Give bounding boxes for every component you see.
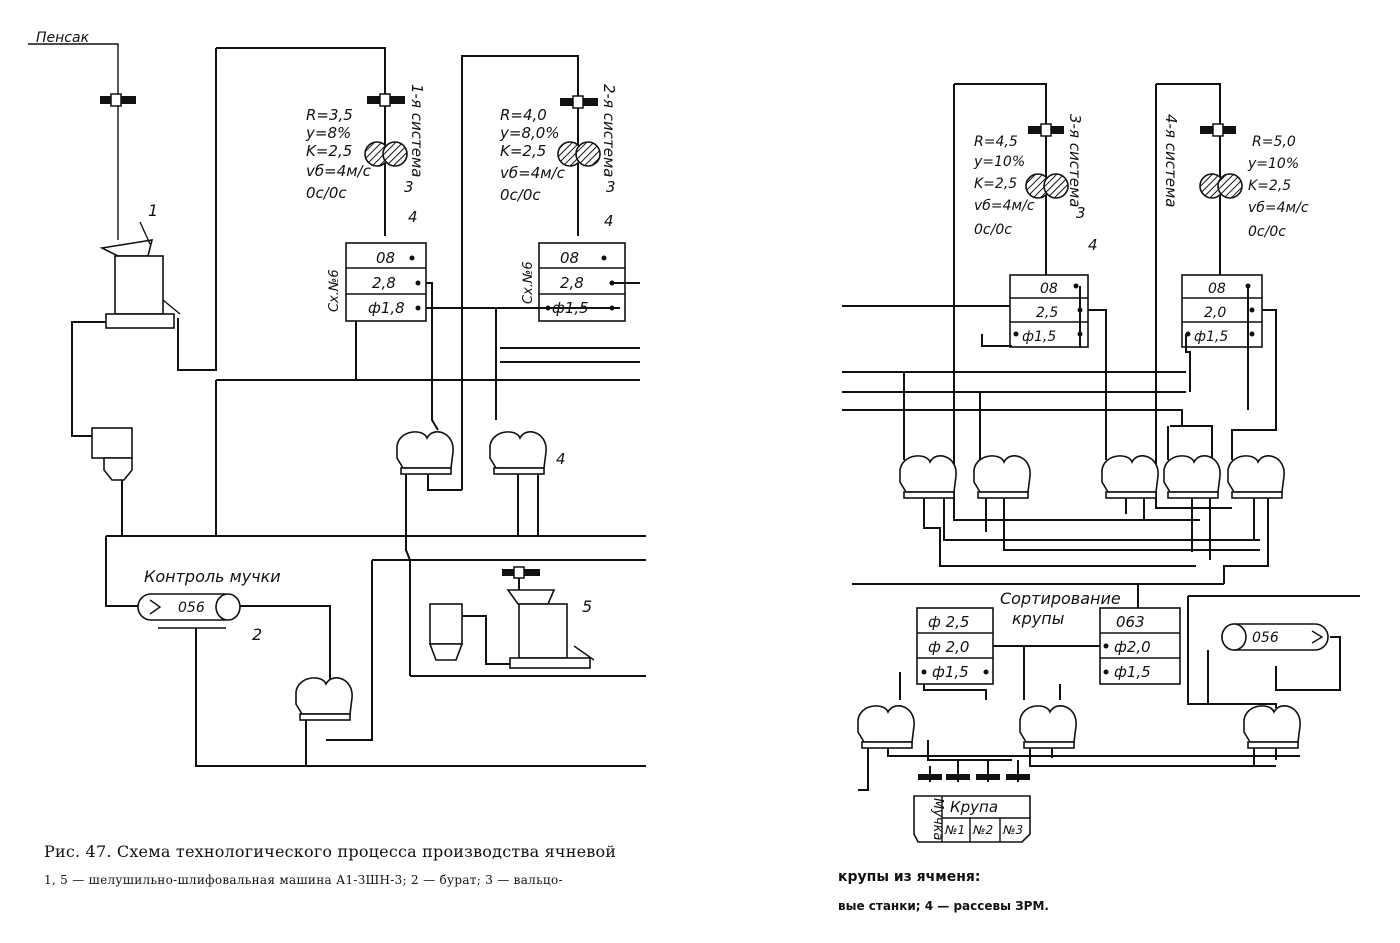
sys4-v: vб=4м/с: [1248, 200, 1309, 216]
flour-label: Мучка: [930, 798, 945, 840]
svg-text:ф1,5: ф1,5: [932, 663, 969, 681]
sifter3-ref: 4: [1088, 236, 1098, 254]
sys1-v: vб=4м/с: [306, 162, 372, 180]
sys3-y: y=10%: [973, 154, 1025, 170]
svg-text:ф1,8: ф1,8: [368, 299, 405, 317]
svg-text:ф1,5: ф1,5: [1194, 329, 1228, 345]
sys1-mode: 0с/0с: [306, 184, 347, 202]
sys2-ref: 3: [606, 178, 616, 196]
svg-text:2,5: 2,5: [1036, 305, 1058, 321]
aspirator-right-2: [973, 455, 1031, 499]
svg-text:08: 08: [1208, 281, 1226, 297]
grain-label: Крупа: [950, 798, 998, 816]
sys1-y: y=8%: [305, 124, 351, 142]
ref-machine-5: 5: [582, 597, 592, 616]
aspirator-left-3: [295, 677, 353, 721]
svg-text:08: 08: [1040, 281, 1058, 297]
sys4-y: y=10%: [1247, 156, 1299, 172]
svg-text:ф 2,0: ф 2,0: [928, 638, 969, 656]
sifter1-ref: 4: [408, 208, 418, 226]
svg-text:ф 2,5: ф 2,5: [928, 613, 969, 631]
bin-2: №2: [972, 823, 993, 837]
caption-line-3: крупы из ячменя:: [838, 869, 981, 885]
sys4-k: K=2,5: [1248, 178, 1291, 194]
svg-text:2,8: 2,8: [372, 274, 396, 292]
ref-burat: 2: [252, 625, 262, 644]
sys4-name: 4-я система: [1162, 114, 1180, 207]
sifter-4: 08 2,0 ф1,5: [1181, 274, 1263, 348]
aspirator-right-4: [1163, 455, 1221, 499]
sys2-k: K=2,5: [500, 142, 546, 160]
sys3-ref: 3: [1076, 204, 1086, 222]
sys2-v: vб=4м/с: [500, 164, 566, 182]
product-bins: Крупа Мучка №1 №2 №3: [913, 774, 1031, 843]
svg-text:08: 08: [560, 249, 579, 267]
sifter-1: 08 2,8 ф1,8: [345, 242, 427, 322]
ref-machine-1: 1: [148, 201, 158, 220]
caption-line-4: вые станки; 4 — рассевы ЗРМ.: [838, 899, 1049, 913]
sys3-name: 3-я система: [1066, 114, 1084, 207]
aspirator-right-7: [1019, 705, 1077, 749]
husking-machine-1: [99, 239, 181, 329]
sifter2-ref: 4: [604, 212, 614, 230]
aspirator-right-3: [1101, 455, 1159, 499]
input-line: [28, 43, 119, 240]
bin-1: №1: [944, 823, 965, 837]
sys1-r: R=3,5: [306, 106, 353, 124]
svg-text:056: 056: [178, 600, 205, 616]
ref-aspirator: 4: [556, 450, 566, 468]
cyclone-left: [91, 427, 133, 481]
sorting-sifter-1: ф 2,5 ф 2,0 ф1,5: [916, 607, 994, 685]
cyclone-bottom: [428, 603, 464, 661]
line-m1-up: [177, 48, 217, 371]
aspirator-right-6: [857, 705, 915, 749]
roller-mill-system-4: [1199, 173, 1243, 199]
sifter2-scheme: Сх.№6: [521, 261, 536, 304]
sifter1-scheme: Сх.№6: [327, 269, 342, 312]
sys4-mode: 0с/0с: [1248, 224, 1286, 240]
roller-mill-system-3: [1025, 173, 1069, 199]
svg-text:ф2,0: ф2,0: [1114, 638, 1151, 656]
roller-mill-system-2: [557, 141, 601, 167]
burat-right: 056: [1221, 623, 1329, 651]
sorting-sifter-2: 063 ф2,0 ф1,5: [1099, 607, 1181, 685]
svg-text:063: 063: [1116, 613, 1145, 631]
sys4-r: R=5,0: [1252, 134, 1296, 150]
aspirator-right-8: [1243, 705, 1301, 749]
aspirator-right-1: [899, 455, 957, 499]
sys3-k: K=2,5: [974, 176, 1017, 192]
sys3-v: vб=4м/с: [974, 198, 1035, 214]
burat-left: 056: [137, 593, 241, 629]
sys2-r: R=4,0: [500, 106, 547, 124]
svg-text:08: 08: [376, 249, 395, 267]
svg-text:2,8: 2,8: [560, 274, 584, 292]
bin-3: №3: [1002, 823, 1023, 837]
grain-sorting-label-2: крупы: [1012, 609, 1064, 628]
sys2-y: y=8,0%: [499, 124, 560, 142]
caption-line-2: 1, 5 — шелушильно-шлифовальная машина А1…: [44, 873, 563, 887]
sys3-r: R=4,5: [974, 134, 1018, 150]
sifter-3: 08 2,5 ф1,5: [1009, 274, 1089, 348]
aspirator-right-5: [1227, 455, 1285, 499]
sys2-name: 2-я система: [600, 84, 618, 177]
svg-text:056: 056: [1252, 630, 1279, 646]
roller-mill-system-1: [364, 141, 408, 167]
caption-line-1: Рис. 47. Схема технологического процесса…: [44, 842, 617, 861]
aspirator-left-2: [489, 431, 547, 475]
sys2-mode: 0с/0с: [500, 186, 541, 204]
svg-text:ф1,5: ф1,5: [1022, 329, 1056, 345]
flour-control-label: Контроль мучки: [144, 567, 281, 586]
sys1-k: K=2,5: [306, 142, 352, 160]
grain-sorting-label: Сортирование: [1000, 589, 1121, 608]
sys1-ref: 3: [404, 178, 414, 196]
sys1-name: 1-я система: [408, 84, 426, 177]
svg-text:ф1,5: ф1,5: [1114, 663, 1151, 681]
input-label: Пенсак: [36, 30, 90, 46]
aspirator-left-1: [396, 431, 454, 475]
sys3-mode: 0с/0с: [974, 222, 1012, 238]
svg-text:2,0: 2,0: [1204, 305, 1226, 321]
